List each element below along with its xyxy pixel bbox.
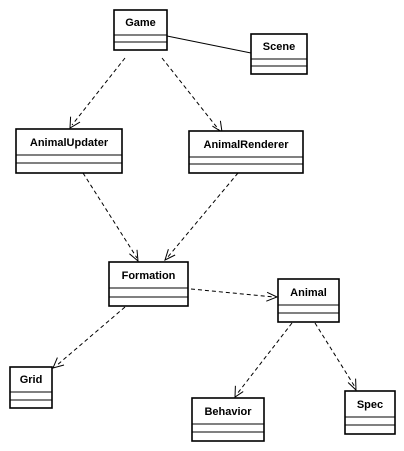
arrowhead-formation-left bbox=[129, 249, 139, 263]
class-name: Game bbox=[125, 17, 156, 29]
arrowhead-animal-updater bbox=[69, 116, 81, 129]
relation-game-animal-renderer bbox=[161, 57, 220, 131]
class-name: Spec bbox=[357, 399, 383, 411]
relations bbox=[52, 35, 357, 398]
relation-animal-updater-formation bbox=[82, 172, 138, 259]
relation-game-scene bbox=[166, 35, 252, 54]
arrowhead-spec bbox=[347, 378, 357, 392]
arrowhead-formation-right bbox=[164, 249, 176, 261]
class-name: Animal bbox=[290, 287, 327, 299]
relation-animal-spec bbox=[314, 322, 356, 388]
class-name: Behavior bbox=[204, 406, 252, 418]
class-box-grid[interactable]: Grid bbox=[9, 366, 53, 409]
class-box-scene[interactable]: Scene bbox=[250, 33, 308, 75]
arrowhead-behavior bbox=[234, 385, 244, 398]
class-box-animal[interactable]: Animal bbox=[277, 278, 340, 323]
arrowhead-grid bbox=[52, 357, 65, 369]
relation-animal-behavior bbox=[236, 322, 293, 395]
relation-formation-grid bbox=[55, 306, 126, 367]
class-name: AnimalUpdater bbox=[30, 137, 109, 149]
relation-game-animal-updater bbox=[71, 57, 126, 126]
class-name: Formation bbox=[122, 270, 176, 282]
class-box-animal-updater[interactable]: AnimalUpdater bbox=[15, 128, 123, 174]
class-name: Scene bbox=[263, 41, 295, 53]
class-box-spec[interactable]: Spec bbox=[344, 390, 396, 435]
class-name: AnimalRenderer bbox=[204, 139, 290, 151]
class-box-behavior[interactable]: Behavior bbox=[191, 397, 265, 442]
relation-formation-animal bbox=[190, 288, 275, 298]
relation-animal-renderer-formation bbox=[166, 172, 239, 259]
class-box-animal-renderer[interactable]: AnimalRenderer bbox=[188, 130, 304, 174]
arrowhead-animal bbox=[266, 291, 279, 302]
class-name: Grid bbox=[20, 374, 43, 386]
class-box-formation[interactable]: Formation bbox=[108, 261, 189, 307]
class-box-game[interactable]: Game bbox=[113, 9, 168, 51]
